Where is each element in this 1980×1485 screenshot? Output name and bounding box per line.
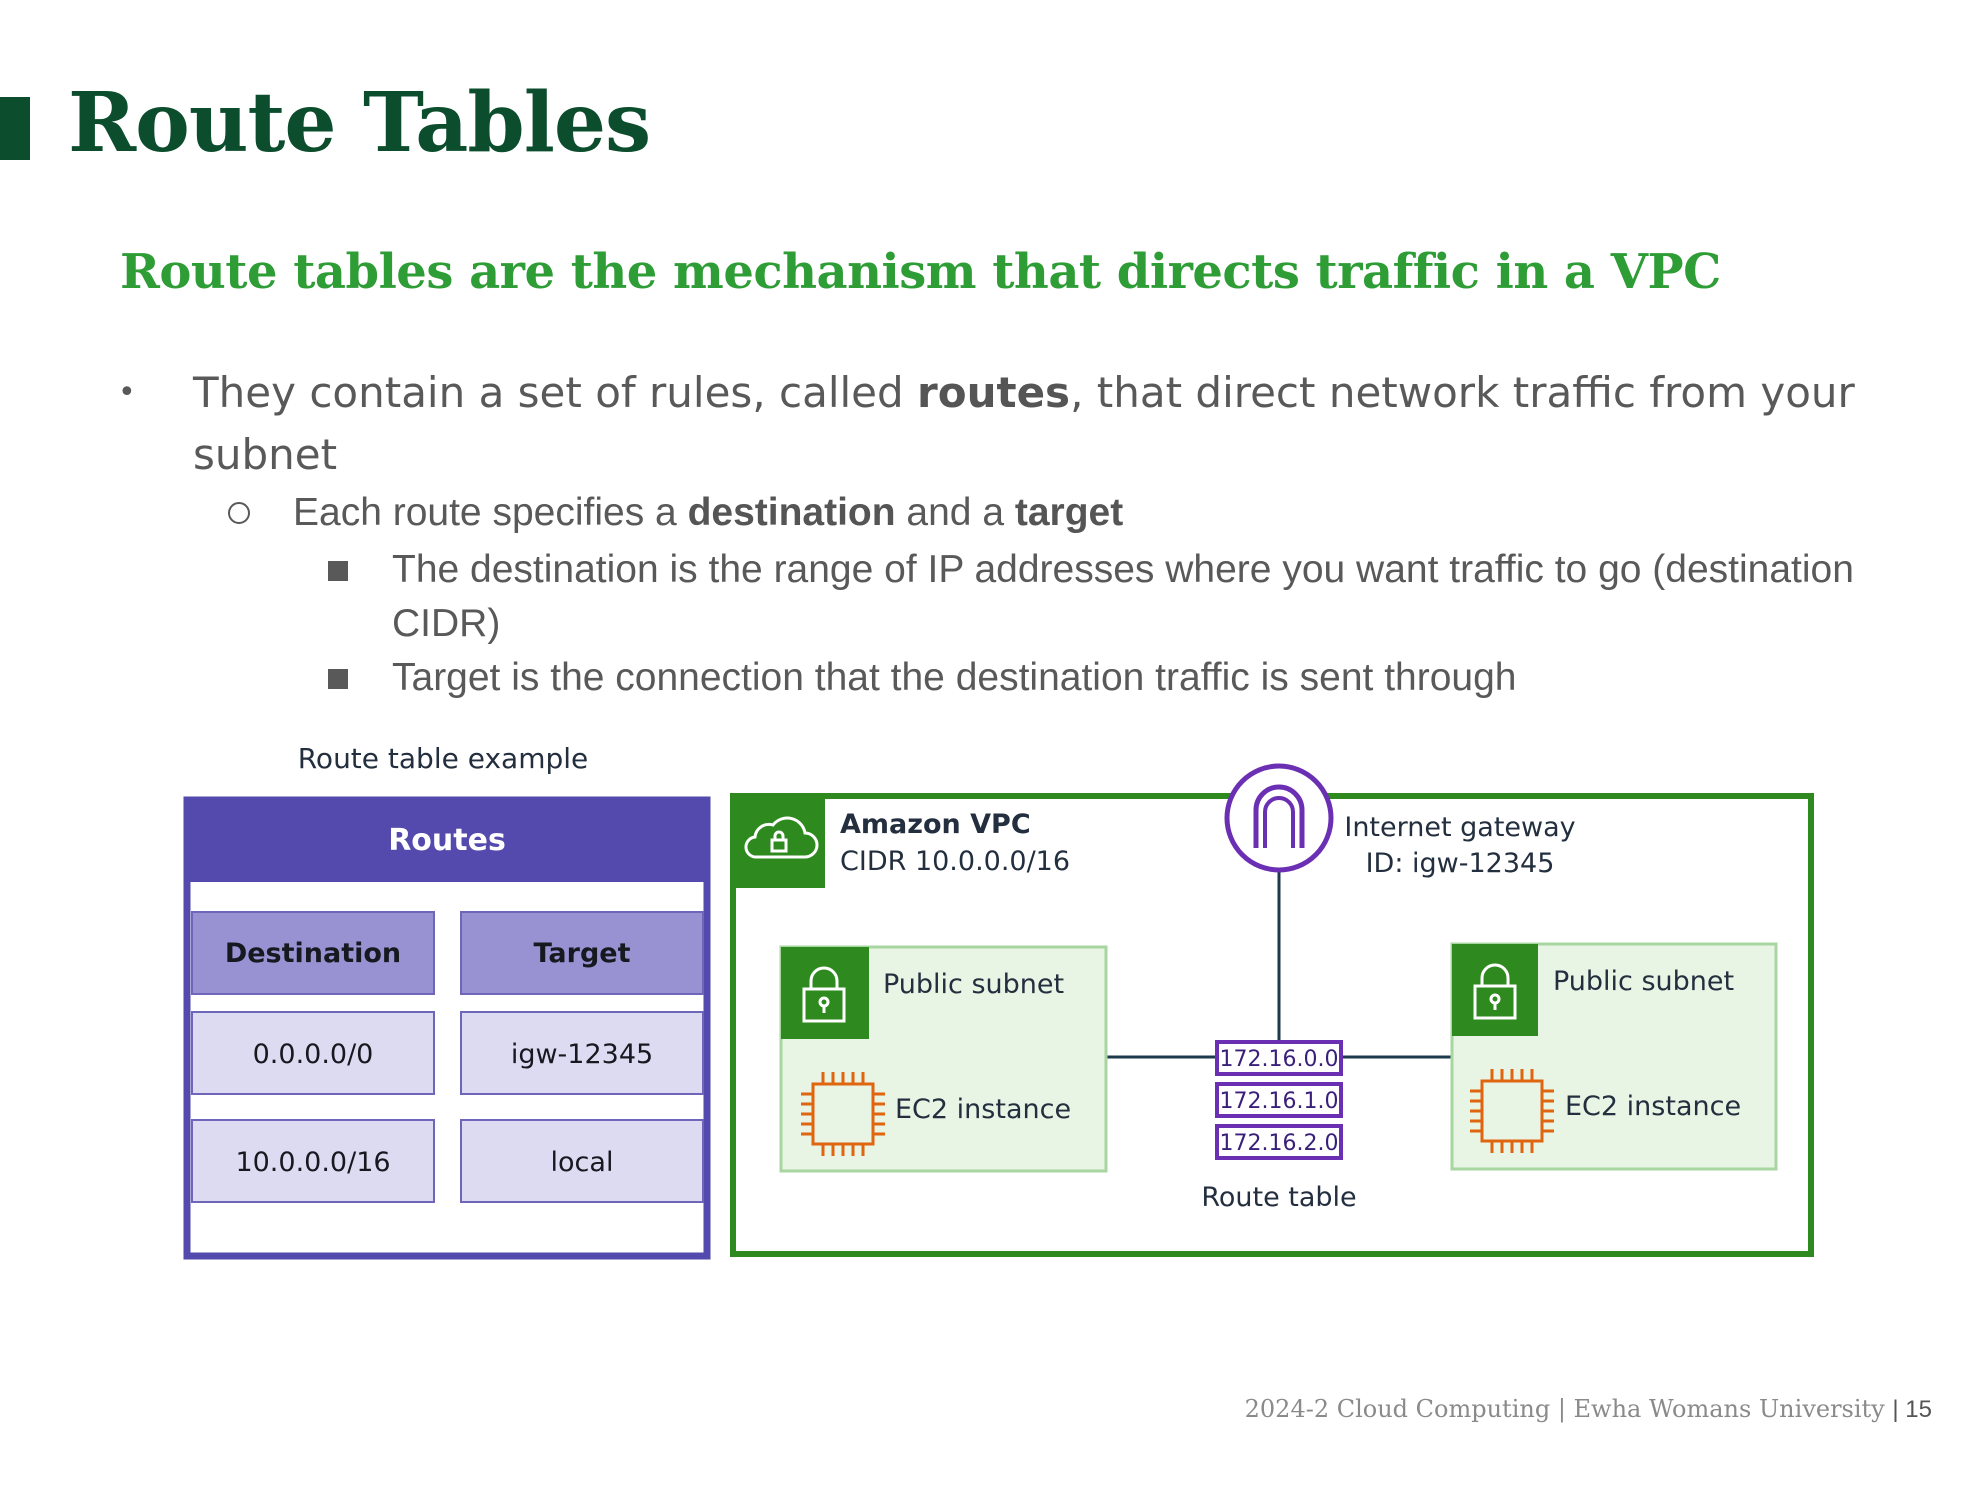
column-header-label: Target	[533, 938, 630, 969]
bullet-dot-icon: •	[118, 375, 136, 410]
ec2-label: EC2 instance	[1565, 1091, 1741, 1122]
public-subnet-left: Public subnet EC2 instance	[779, 945, 1108, 1173]
bullet-text: Each route specifies a	[293, 491, 688, 534]
column-header-destination	[191, 911, 435, 995]
ec2-chip-icon	[801, 1072, 885, 1156]
bullet-bold-destination: destination	[687, 491, 896, 534]
table-cell-value: 10.0.0.0/16	[235, 1147, 390, 1178]
route-entry-box	[1215, 1124, 1343, 1160]
routes-header: Routes	[388, 823, 506, 858]
table-cell	[191, 1011, 435, 1095]
gateway-id: ID: igw-12345	[1366, 848, 1555, 879]
route-entry-box	[1215, 1082, 1343, 1118]
route-entry: 172.16.1.0	[1220, 1089, 1339, 1114]
bullet-text: They contain a set of rules, called	[193, 368, 918, 417]
table-cell-value: local	[551, 1147, 614, 1178]
bullet-text: and a	[895, 491, 1015, 534]
routes-header-bar	[187, 800, 707, 882]
route-entry-box	[1215, 1040, 1343, 1076]
table-cell	[460, 1011, 704, 1095]
public-subnet-right: Public subnet EC2 instance	[1450, 942, 1778, 1171]
bullet-bold-routes: routes	[917, 368, 1071, 417]
square-bullet-icon	[328, 669, 348, 689]
internet-gateway-icon	[1224, 763, 1334, 873]
table-cell	[460, 1119, 704, 1203]
route-table-caption: Route table example	[298, 742, 589, 775]
vpc-group: Amazon VPC CIDR 10.0.0.0/16 Internet gat…	[730, 763, 1814, 1257]
title-accent-bar	[0, 97, 30, 160]
table-cell	[191, 1119, 435, 1203]
page-number: | 15	[1892, 1396, 1932, 1423]
slide-subtitle: Route tables are the mechanism that dire…	[120, 244, 1721, 300]
column-header-label: Destination	[225, 938, 401, 969]
column-header-target	[460, 911, 704, 995]
footer-course: 2024-2 Cloud Computing | Ewha Womans Uni…	[1244, 1395, 1885, 1423]
bullet-text: , that direct network traffic from your …	[193, 368, 1855, 479]
cloud-lock-icon	[744, 816, 819, 859]
hollow-circle-bullet-icon	[228, 502, 250, 524]
bullet-text: Target is the connection that the destin…	[392, 656, 1517, 699]
bullet-bold-target: target	[1014, 491, 1124, 534]
subnet-label: Public subnet	[1553, 966, 1734, 997]
subnet-icon-tile	[781, 947, 869, 1039]
table-cell-value: 0.0.0.0/0	[253, 1039, 374, 1070]
padlock-icon	[802, 966, 846, 1023]
bullet-text: The destination is the range of IP addre…	[392, 548, 1854, 645]
route-table-stack: 172.16.0.0 172.16.1.0 172.16.2.0	[1215, 1040, 1343, 1160]
gateway-name: Internet gateway	[1344, 812, 1575, 843]
square-bullet-icon	[328, 561, 348, 581]
table-cell-value: igw-12345	[511, 1039, 653, 1070]
route-entry: 172.16.2.0	[1220, 1131, 1339, 1156]
ec2-chip-icon	[1470, 1069, 1554, 1153]
ec2-label: EC2 instance	[895, 1094, 1071, 1125]
route-table: Routes Destination Target 0.0.0.0/0 igw-…	[183, 796, 711, 1260]
route-entry: 172.16.0.0	[1220, 1047, 1339, 1072]
subnet-label: Public subnet	[883, 969, 1064, 1000]
slide-footer: 2024-2 Cloud Computing | Ewha Womans Uni…	[1245, 1395, 1932, 1424]
vpc-cidr: CIDR 10.0.0.0/16	[840, 846, 1070, 877]
vpc-name: Amazon VPC	[840, 809, 1031, 840]
subnet-icon-tile	[1452, 944, 1538, 1036]
padlock-icon	[1473, 963, 1517, 1020]
slide-title: Route Tables	[68, 75, 651, 171]
route-table-label: Route table	[1201, 1182, 1356, 1213]
